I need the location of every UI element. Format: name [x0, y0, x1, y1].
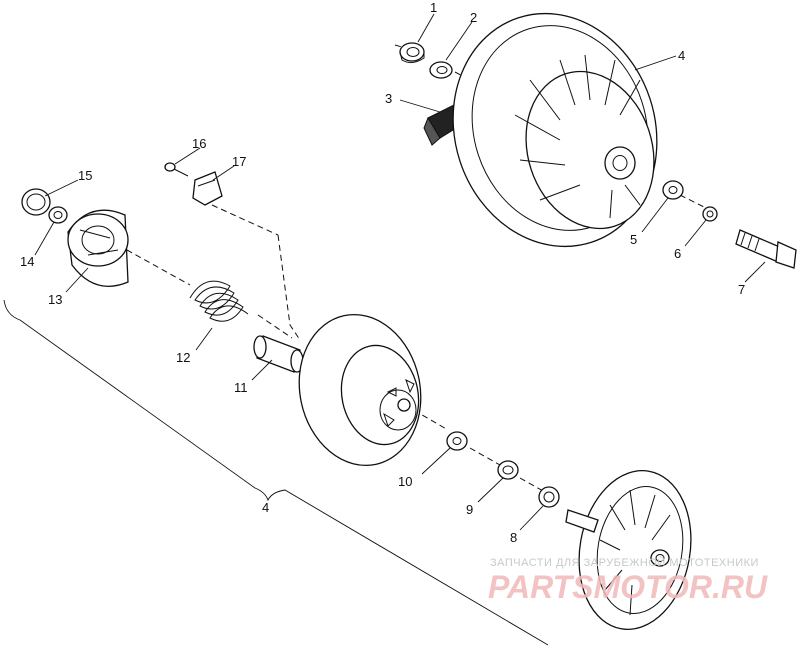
callout-15: 15: [78, 168, 92, 183]
callout-9: 9: [466, 502, 473, 517]
callout-6: 6: [674, 246, 681, 261]
part-14-washer: [48, 206, 68, 224]
watermark-tagline: ЗАПЧАСТИ ДЛЯ ЗАРУБЕЖНОЙ МОТОТЕХНИКИ: [490, 556, 759, 569]
callout-5: 5: [630, 232, 637, 247]
callout-11: 11: [234, 380, 248, 395]
part-9-washer: [497, 460, 519, 480]
part-11-bushing: [253, 335, 304, 373]
callout-1: 1: [430, 0, 437, 15]
callout-16: 16: [192, 136, 206, 151]
callout-4-bottom: 4: [262, 500, 269, 515]
callout-17: 17: [232, 154, 246, 169]
part-17-weight: [192, 171, 223, 206]
part-5-washer: [662, 180, 684, 200]
part-16-screw: [164, 162, 189, 177]
part-6-lock-washer: [702, 206, 718, 222]
part-10-washer: [446, 431, 468, 451]
callout-3: 3: [385, 91, 392, 106]
leader-lines: [34, 13, 766, 531]
part-2-washer: [429, 61, 453, 79]
callout-12: 12: [176, 350, 190, 365]
part-15-snap-ring: [21, 188, 51, 216]
watermark: ЗАПЧАСТИ ДЛЯ ЗАРУБЕЖНОЙ МОТОТЕХНИКИ PART…: [488, 556, 768, 605]
callout-2: 2: [470, 10, 477, 25]
part-7-bolt: [735, 229, 797, 269]
callout-14: 14: [20, 254, 34, 269]
callout-7: 7: [738, 282, 745, 297]
part-12-spring: [189, 280, 249, 322]
callout-numbers: 1 2 3 4 5 6 7 8 9 10 11 12 13 14 15 16 1…: [20, 0, 745, 545]
callout-13: 13: [48, 292, 62, 307]
part-4-driven-sheave: [452, 12, 658, 248]
part-8-washer: [538, 486, 560, 508]
callout-4-top: 4: [678, 48, 685, 63]
part-4-drive-sheave: [298, 313, 422, 467]
watermark-logo-text: PARTSMOTOR.RU: [488, 569, 768, 605]
assembly-bracket: [3, 299, 549, 646]
callout-8: 8: [510, 530, 517, 545]
part-1-nut: [399, 42, 425, 64]
fixed-sheave: [565, 469, 692, 631]
callout-10: 10: [398, 474, 412, 489]
part-13-spider: [67, 209, 129, 287]
